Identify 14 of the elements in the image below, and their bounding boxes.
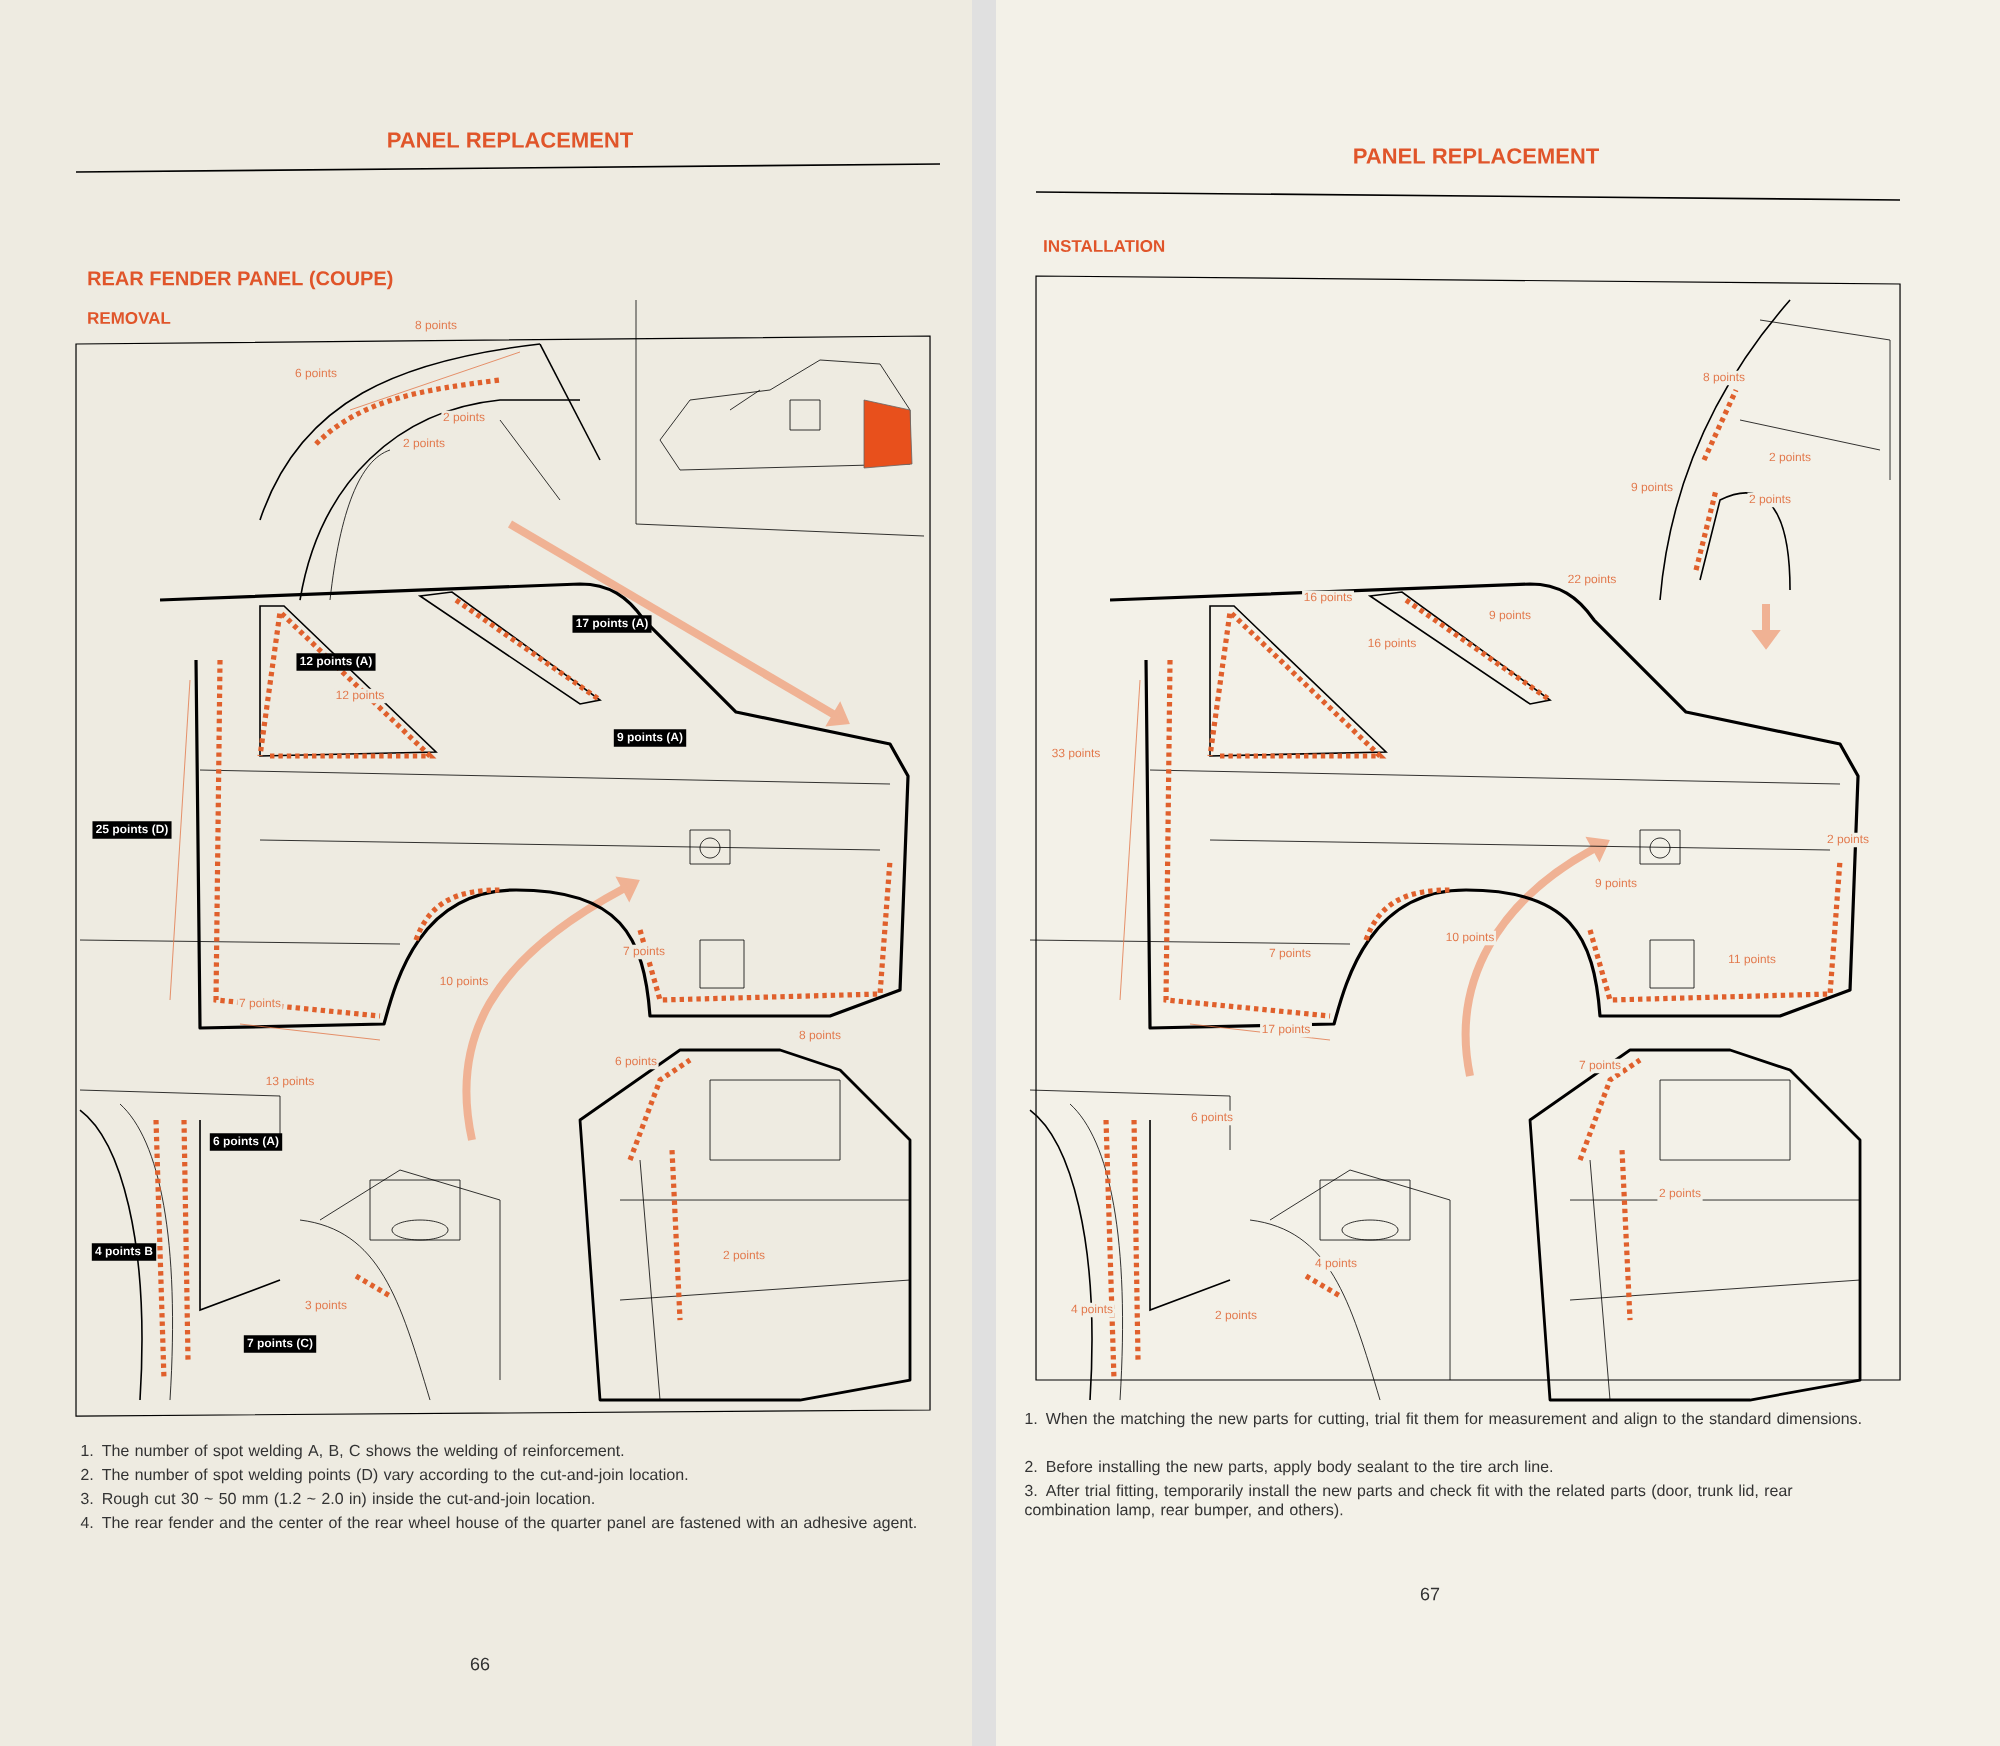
page-header: PANEL REPLACEMENT [388, 132, 633, 148]
note-text: 3. Rough cut 30 ~ 50 mm (1.2 ~ 2.0 in) inside the cut-and-join location. [81, 1492, 594, 1508]
note-text: 2. The number of spot welding points (D) vary according to the cut-and-join location. [81, 1468, 688, 1484]
page-number: 66 [470, 1657, 490, 1671]
page-number: 67 [1420, 1587, 1440, 1601]
note-text: 1. The number of spot welding A, B, C shows the welding of reinforcement. [81, 1444, 624, 1460]
note-text: 3. After trial fitting, temporarily install the new parts and check fit with the related parts (door, trunk lid, rear combination lamp, rear bumper, and others). [1025, 1484, 1793, 1519]
section-heading: INSTALLATION [1044, 240, 1165, 252]
page-header: PANEL REPLACEMENT [1354, 148, 1599, 164]
note-text: 4. The rear fender and the center of the rear wheel house of the quarter panel are fastened with an adhesive agent. [80, 1516, 916, 1532]
section-heading: REMOVAL [88, 312, 171, 324]
note-text: 2. Before installing the new parts, apply body sealant to the tire arch line. [1025, 1460, 1553, 1476]
note-text: 1. When the matching the new parts for cutting, trial fit them for measurement and align to the standard dimensions. [1025, 1412, 1861, 1428]
section-heading: REAR FENDER PANEL (COUPE) [88, 270, 393, 290]
